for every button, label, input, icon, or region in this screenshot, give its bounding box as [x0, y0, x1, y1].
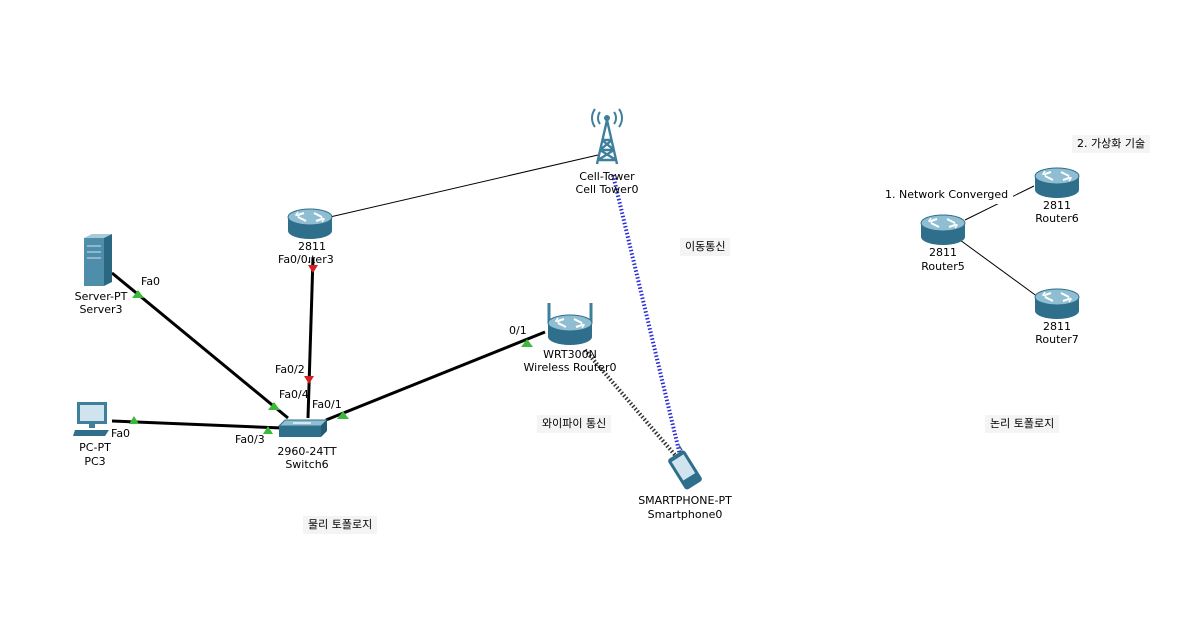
link-light-switch-fa0-1: [337, 411, 349, 419]
server3-name-label: Server3: [79, 303, 123, 316]
pc3-model-label: PC-PT: [79, 441, 111, 454]
celltower-model-label: Cell-Tower: [579, 170, 635, 183]
pc3-icon[interactable]: [73, 402, 109, 436]
port-label-pc-fa0: Fa0: [111, 427, 131, 440]
router5-name-label: Router5: [921, 260, 965, 273]
router3-model-label: 2811: [298, 240, 326, 253]
link-light-switch-fa0-4: [268, 402, 280, 410]
router7-name-label: Router7: [1035, 333, 1079, 346]
link-switch6-wrt300n[interactable]: [325, 330, 546, 422]
wrt300n-icon[interactable]: [547, 303, 593, 346]
link-lights: [129, 265, 533, 434]
link-light-server-fa0: [132, 290, 144, 298]
router6-name-label: Router6: [1035, 212, 1079, 225]
router7-icon[interactable]: [1034, 288, 1080, 320]
port-label-switch-fa0-2: Fa0/2: [275, 363, 305, 376]
link-light-switch-fa0-3: [263, 426, 273, 434]
router6-icon[interactable]: [1034, 167, 1080, 199]
cell-tower-icon[interactable]: [591, 108, 623, 165]
link-router5-router7[interactable]: [959, 239, 1039, 298]
wrt300n-name-label: Wireless Router0: [523, 361, 617, 374]
note-mobile-comm[interactable]: 이동통신: [680, 238, 731, 256]
switch6-name-label: Switch6: [285, 458, 329, 471]
note-logical-topology[interactable]: 논리 토폴로지: [985, 415, 1060, 433]
port-label-switch-fa0-1: Fa0/1: [312, 398, 342, 411]
router7-model-label: 2811: [1043, 320, 1071, 333]
router3-icon[interactable]: [287, 208, 333, 240]
switch6-icon[interactable]: [277, 419, 329, 437]
link-router3-celltower[interactable]: [329, 154, 599, 218]
smartphone0-model-label: SMARTPHONE-PT: [638, 494, 732, 507]
smartphone0-icon[interactable]: [664, 444, 703, 490]
server3-icon[interactable]: [84, 234, 112, 286]
pc3-name-label: PC3: [84, 455, 106, 468]
router5-model-label: 2811: [929, 246, 957, 259]
link-light-pc-fa0: [129, 416, 139, 424]
router5-icon[interactable]: [920, 214, 966, 246]
smartphone0-name-label: Smartphone0: [647, 508, 723, 521]
link-light-router3-fa0-0: [308, 265, 318, 273]
router3-port-fa0-0: Fa0/0: [278, 253, 308, 266]
note-virtualization[interactable]: 2. 가상화 기술: [1072, 135, 1151, 153]
wireless-link-celltower-smartphone: [611, 174, 682, 456]
link-pc3-switch6[interactable]: [111, 419, 283, 430]
port-label-server-fa0: Fa0: [141, 275, 161, 288]
note-network-converged[interactable]: 1. Network Converged: [880, 186, 1014, 204]
wrt300n-model-label: WRT300N: [543, 348, 597, 361]
router6-model-label: 2811: [1043, 199, 1071, 212]
note-physical-topology[interactable]: 물리 토폴로지: [303, 516, 378, 534]
link-light-wrt-0-1: [521, 339, 533, 347]
port-label-switch-fa0-4: Fa0/4: [279, 388, 309, 401]
link-light-switch-fa0-2: [304, 376, 314, 384]
port-label-switch-fa0-3: Fa0/3: [235, 433, 265, 446]
server3-model-label: Server-PT: [74, 290, 128, 303]
port-label-wrt-0-1: 0/1: [509, 324, 527, 337]
celltower-name-label: Cell Tower0: [575, 183, 639, 196]
note-wifi-comm[interactable]: 와이파이 통신: [537, 415, 612, 433]
switch6-model-label: 2960-24TT: [277, 445, 337, 458]
link-router3-switch6[interactable]: [306, 257, 315, 419]
